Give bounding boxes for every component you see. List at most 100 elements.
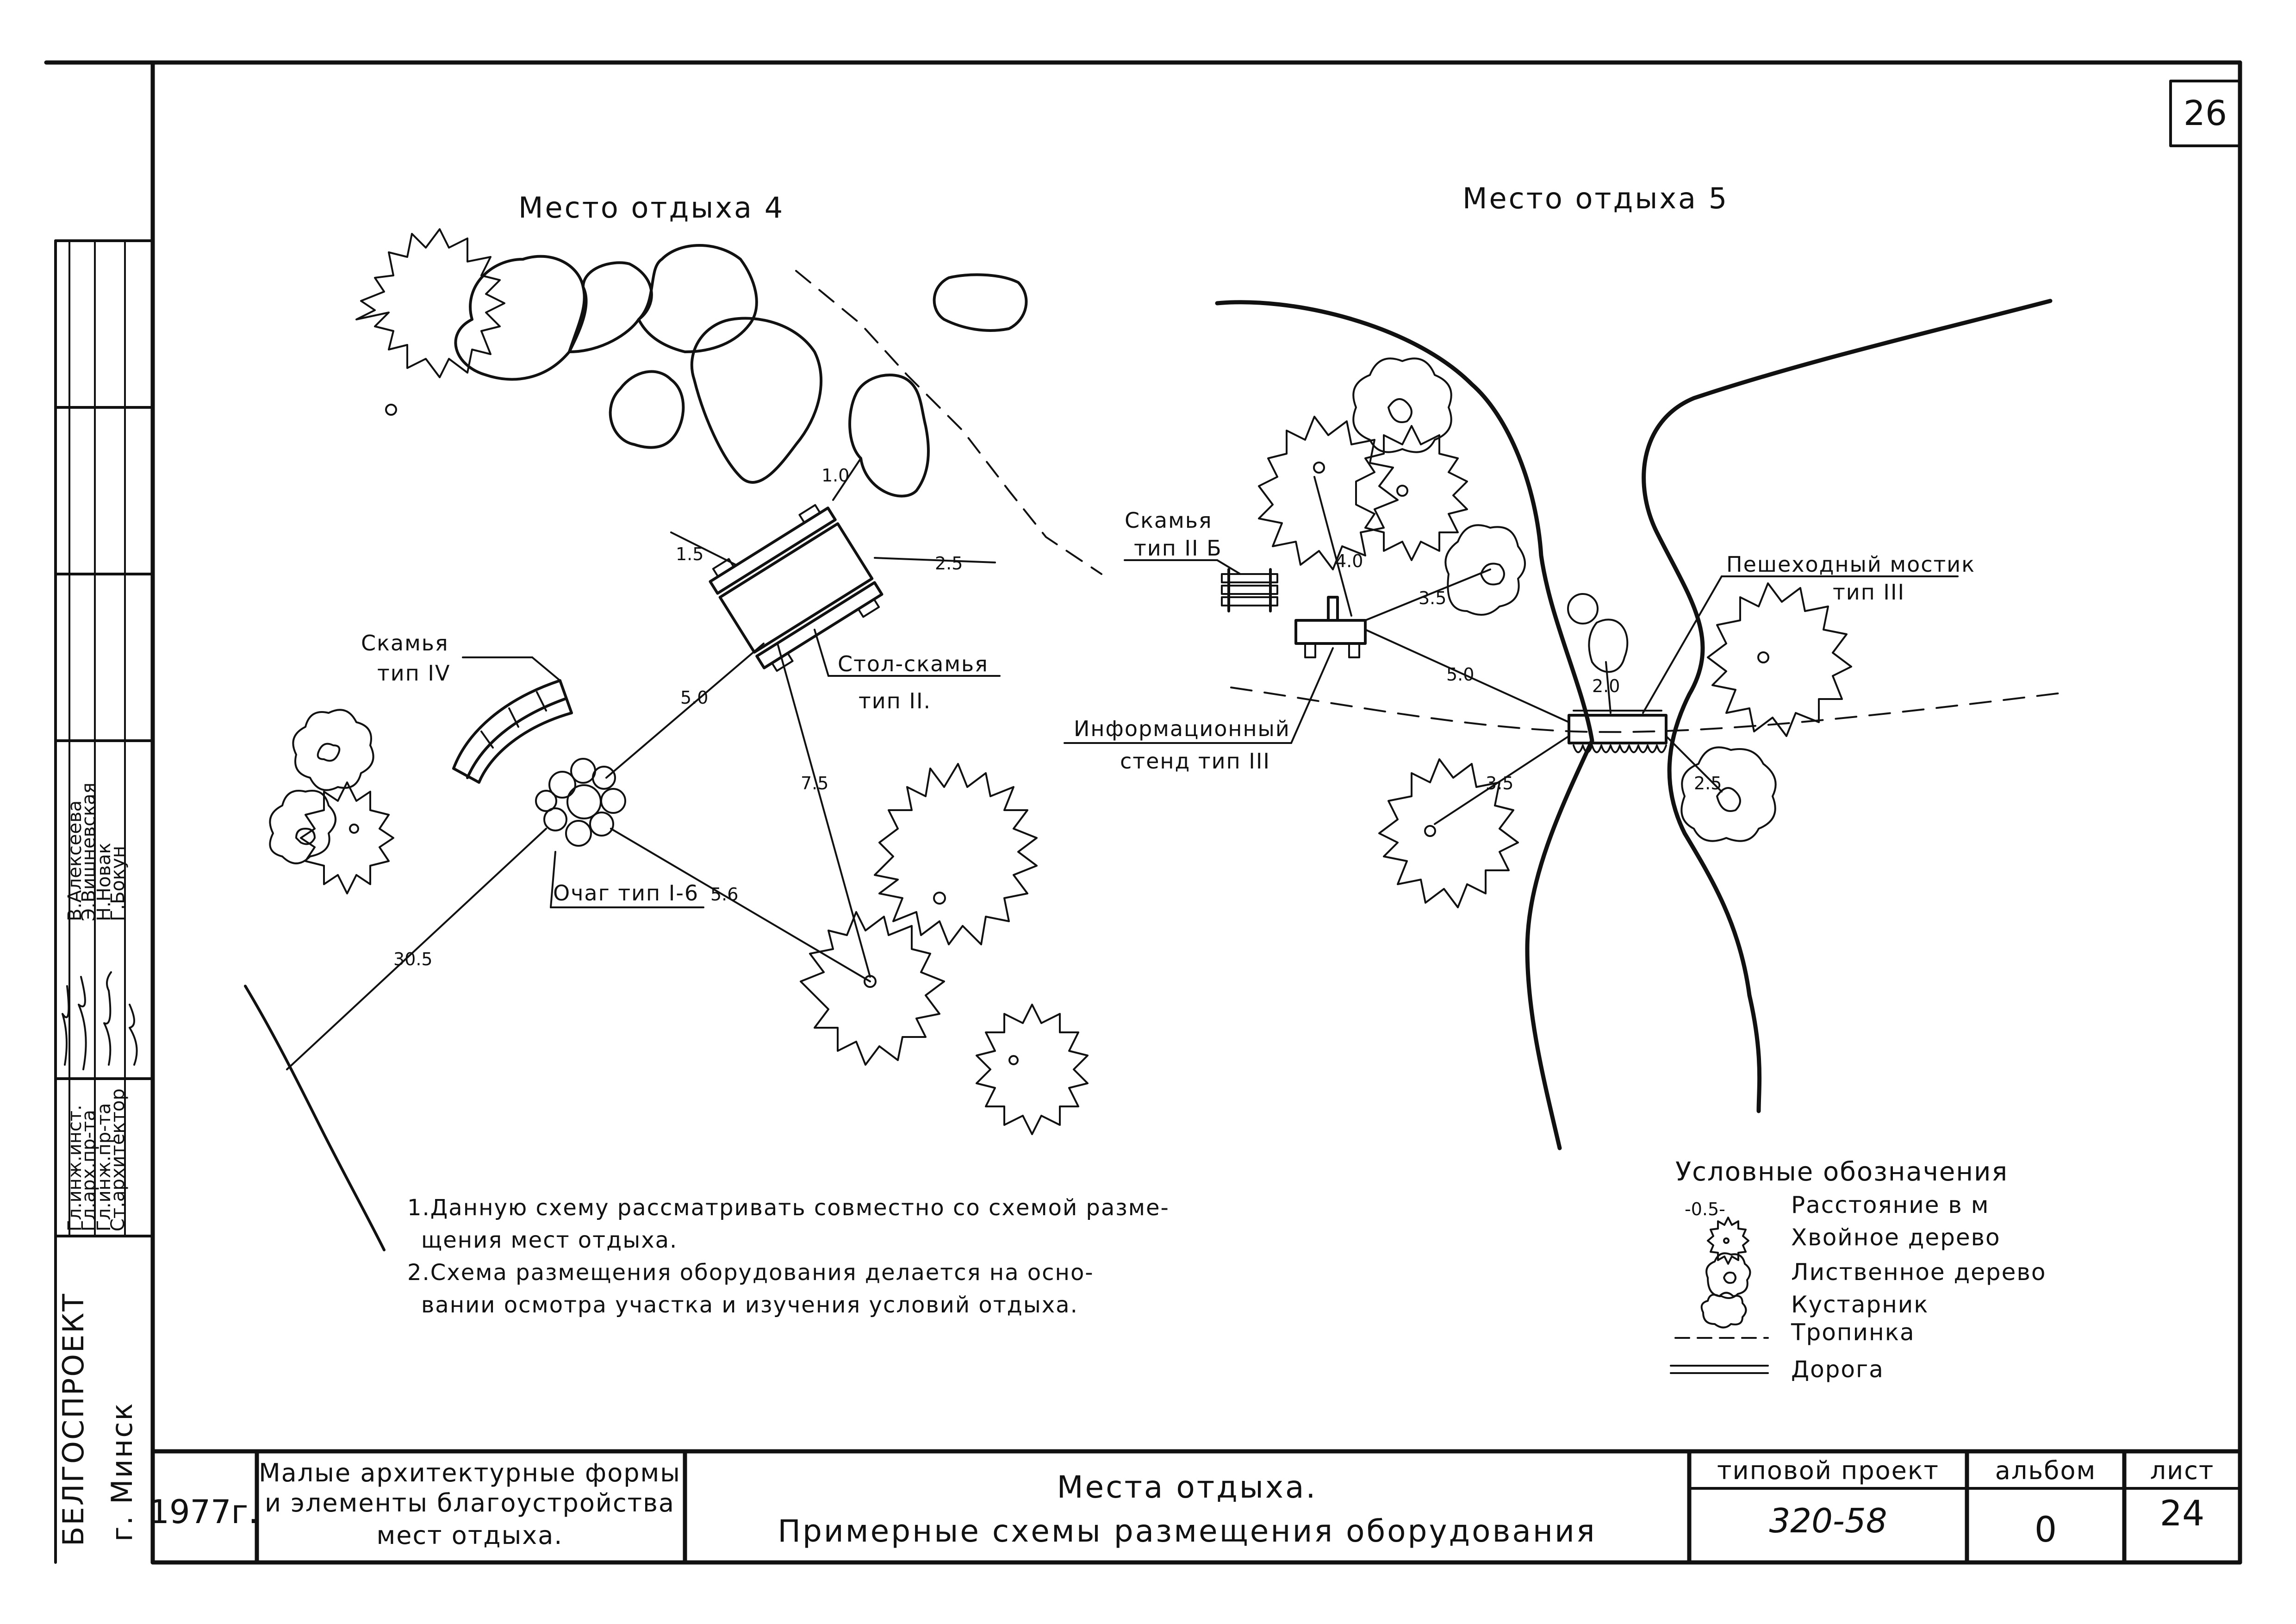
name-bokun: Г.Бокун bbox=[107, 846, 129, 921]
legend-road-label: Дорога bbox=[1791, 1356, 1884, 1383]
stamp-sheet-label: лист bbox=[2150, 1456, 2215, 1485]
conifer-tree-8 bbox=[1707, 582, 1852, 737]
dist-5-6: 5.6 bbox=[710, 884, 738, 905]
footpath-dashed bbox=[795, 270, 1102, 575]
deciduous-tree-3 bbox=[1352, 357, 1452, 453]
bench-iv-label-line2: тип IV bbox=[377, 661, 450, 686]
stamp-sheet-title-line1: Места отдыха. bbox=[1057, 1469, 1318, 1505]
stamp-series-line2: и элементы благоустройства bbox=[265, 1488, 675, 1518]
pedestrian-bridge-symbol bbox=[1568, 710, 1668, 753]
dist-30-5: 30.5 bbox=[393, 949, 433, 969]
conifer-tree-2 bbox=[874, 763, 1038, 945]
legend-conifer-label: Хвойное дерево bbox=[1791, 1224, 2001, 1251]
legend-distance-symbol: -0.5- bbox=[1685, 1199, 1725, 1219]
info-stand-label-line2: стенд тип III bbox=[1120, 749, 1270, 774]
shrub-pair bbox=[1567, 593, 1629, 673]
stamp-sheet-number: 24 bbox=[2160, 1493, 2205, 1534]
river-bank-right bbox=[1642, 299, 2053, 1113]
legend: Условные обозначения -0.5- Расстояние в … bbox=[1670, 1157, 2046, 1383]
stamp-project-label: типовой проект bbox=[1717, 1456, 1939, 1485]
legend-deciduous-label: Лиственное дерево bbox=[1791, 1259, 2046, 1286]
bench-iib-label-line1: Скамья bbox=[1125, 508, 1213, 533]
note-line-3: 2.Схема размещения оборудования делается… bbox=[407, 1260, 1094, 1286]
dist-3-5-a: 3.5 bbox=[1419, 588, 1446, 608]
dist-7-5: 7.5 bbox=[801, 773, 828, 793]
stamp-series-line1: Малые архитектурные формы bbox=[259, 1458, 681, 1487]
side-title-block: Гл.инж.инст. Гл.арх.пр-та Гл.инж.пр-та С… bbox=[54, 239, 154, 1564]
name-vishnevskaya: Э.Вишневская bbox=[78, 782, 100, 921]
legend-path-label: Тропинка bbox=[1791, 1319, 1915, 1346]
table-bench-label-line1: Стол-скамья bbox=[838, 651, 989, 676]
organization-name: БЕЛГОСПРОЕКТ bbox=[56, 1293, 90, 1546]
scheme4-distance-lines bbox=[244, 457, 996, 1251]
conifer-tree-9 bbox=[1378, 758, 1519, 908]
dist-1-5: 1.5 bbox=[676, 544, 703, 564]
deciduous-tree-1 bbox=[292, 709, 374, 791]
note-line-4: вании осмотра участка и изучения условий… bbox=[421, 1292, 1078, 1318]
bridge-label-line1: Пешеходный мостик bbox=[1726, 552, 1975, 577]
hearth-label: Очаг тип I-6 bbox=[553, 881, 699, 906]
role-chief-engineer-institute: Гл.инж.инст. bbox=[64, 1105, 86, 1231]
dist-5-0-b: 5.0 bbox=[1446, 664, 1474, 685]
dist-4-0: 4.0 bbox=[1335, 551, 1363, 571]
name-novak: Н.Новак bbox=[93, 843, 115, 921]
footpath-dashed-5 bbox=[1230, 687, 2070, 733]
conifer-tree-1 bbox=[355, 228, 505, 416]
dist-3-5-b: 3.5 bbox=[1486, 773, 1513, 793]
hearth-type-i-6-symbol bbox=[535, 758, 626, 847]
bridge-label-line2: тип III bbox=[1833, 580, 1905, 605]
scheme-rest-place-5: Место отдыха 5 bbox=[1064, 181, 2070, 1150]
scheme-rest-place-4: Место отдыха 4 bbox=[244, 191, 1102, 1251]
stamp-album-number: 0 bbox=[2035, 1509, 2057, 1550]
bench-iib-label-line2: тип II Б bbox=[1134, 536, 1222, 561]
table-bench-type-ii-symbol bbox=[709, 504, 884, 672]
role-chief-engineer-project: Гл.инж.пр-та bbox=[93, 1103, 115, 1231]
bench-type-iv-symbol bbox=[452, 679, 573, 784]
conifer-tree-4 bbox=[976, 1004, 1089, 1135]
legend-shrub-icon bbox=[1700, 1292, 1747, 1329]
signatures bbox=[62, 971, 138, 1070]
river-bank-left bbox=[1215, 300, 1594, 1150]
conifer-tree-5 bbox=[300, 781, 394, 894]
legend-road-icon bbox=[1670, 1365, 1769, 1374]
note-line-2: щения мест отдыха. bbox=[421, 1227, 678, 1253]
stamp-sheet-title-line2: Примерные схемы размещения оборудования bbox=[778, 1513, 1596, 1549]
conifer-tree-6 bbox=[1258, 416, 1399, 570]
info-stand-symbol bbox=[1294, 596, 1367, 658]
role-chief-architect-project: Гл.арх.пр-та bbox=[78, 1110, 100, 1231]
role-senior-architect: Ст.архитектор bbox=[107, 1088, 129, 1231]
stamp-album-label: альбом bbox=[1995, 1456, 2097, 1485]
deciduous-tree-4 bbox=[1444, 524, 1526, 616]
dist-2-5-b: 2.5 bbox=[1694, 773, 1722, 793]
stamp-project-number: 320-58 bbox=[1769, 1501, 1887, 1540]
info-stand-label-line1: Информационный bbox=[1074, 716, 1290, 741]
page-number-box: 26 bbox=[2169, 80, 2241, 147]
stamp-series-line3: мест отдыха. bbox=[377, 1521, 563, 1550]
bench-type-iib-symbol bbox=[1221, 568, 1278, 612]
deciduous-tree-5 bbox=[1680, 746, 1777, 842]
deciduous-tree-2 bbox=[269, 790, 336, 864]
rocks-cluster bbox=[454, 244, 1028, 498]
legend-conifer-icon bbox=[1707, 1217, 1749, 1265]
dist-1-0: 1.0 bbox=[821, 465, 849, 486]
stamp-year: 1977г. bbox=[149, 1493, 258, 1531]
legend-distance-label: Расстояние в м bbox=[1791, 1192, 1990, 1218]
dist-2-0: 2.0 bbox=[1592, 676, 1620, 696]
title-block: 1977г. Малые архитектурные формы и элеме… bbox=[149, 1449, 2241, 1565]
scheme5-title: Место отдыха 5 bbox=[1462, 181, 1729, 215]
dist-5-0: 5.0 bbox=[680, 687, 708, 708]
table-bench-label-line2: тип II. bbox=[859, 688, 931, 713]
conifer-tree-7 bbox=[1355, 425, 1468, 561]
note-line-1: 1.Данную схему рассматривать совместно с… bbox=[407, 1195, 1170, 1221]
legend-shrub-label: Кустарник bbox=[1791, 1291, 1929, 1318]
notes-block: 1.Данную схему рассматривать совместно с… bbox=[407, 1195, 1170, 1318]
dist-2-5: 2.5 bbox=[935, 553, 963, 574]
page-number: 26 bbox=[2184, 94, 2227, 133]
legend-deciduous-icon bbox=[1705, 1252, 1751, 1299]
sheet-frame bbox=[44, 60, 2242, 1565]
name-alekseeva: В.Алексеева bbox=[64, 800, 86, 921]
legend-title: Условные обозначения bbox=[1675, 1157, 2008, 1187]
scheme5-distance-lines bbox=[1313, 476, 1723, 825]
scheme4-title: Место отдыха 4 bbox=[518, 191, 784, 225]
